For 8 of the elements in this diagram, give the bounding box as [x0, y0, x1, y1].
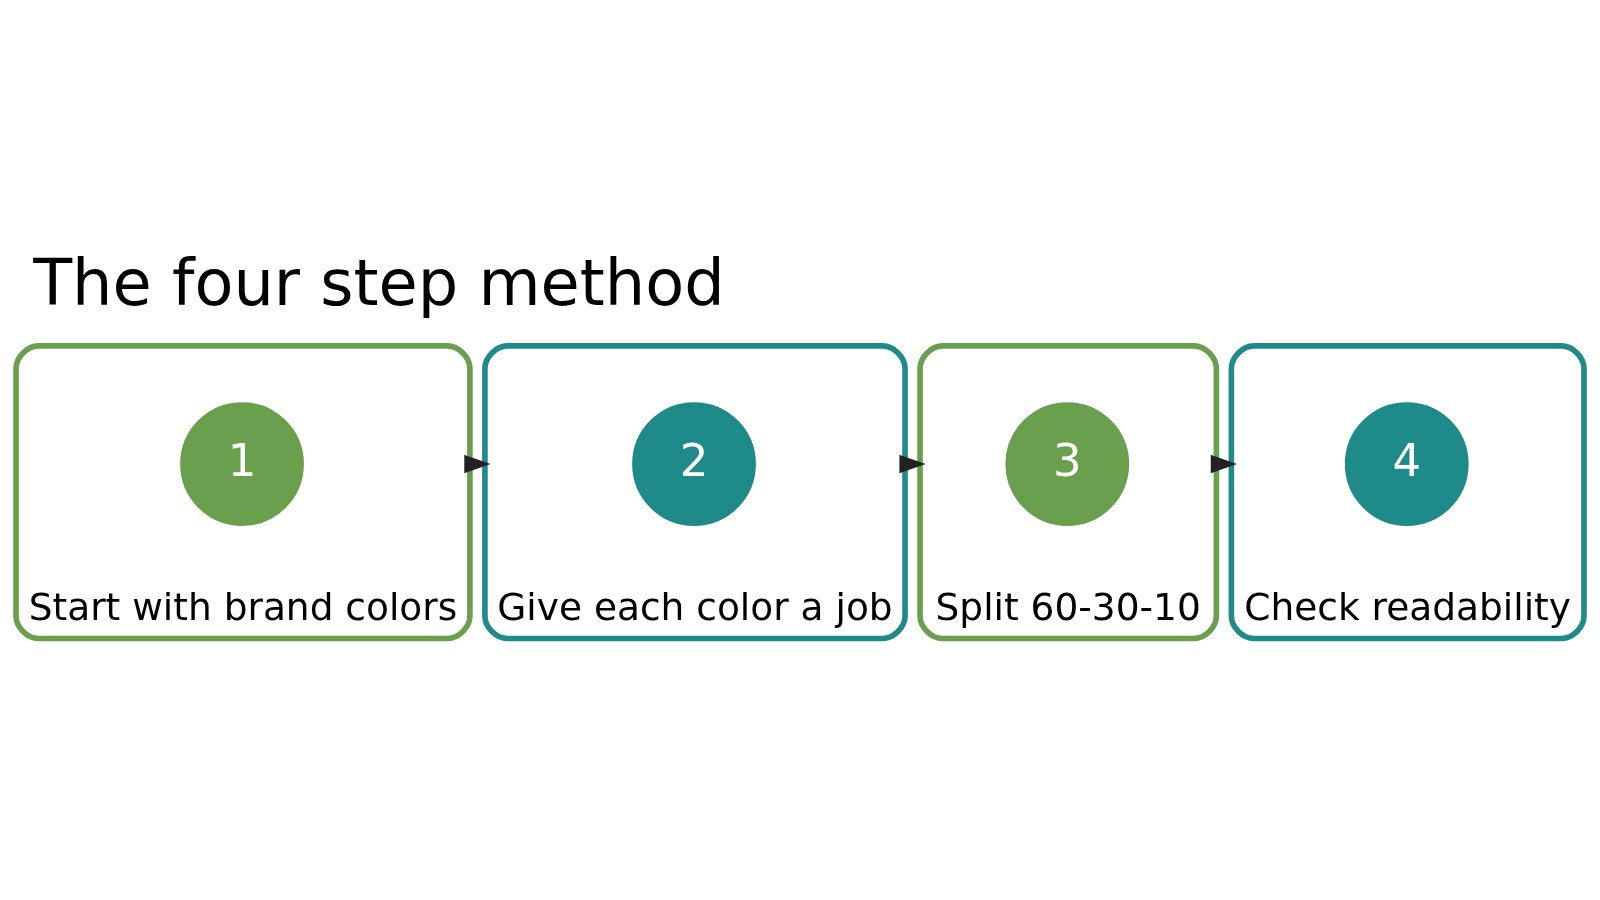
node-circle: 4 [1344, 402, 1469, 526]
arrow [464, 454, 491, 474]
node-circle: 3 [1005, 402, 1130, 526]
arrow [899, 454, 926, 474]
arrow [1210, 454, 1238, 474]
node-circle: 1 [180, 402, 304, 526]
node-circle: 2 [632, 402, 756, 526]
diagram-title: The four step method [33, 246, 725, 321]
